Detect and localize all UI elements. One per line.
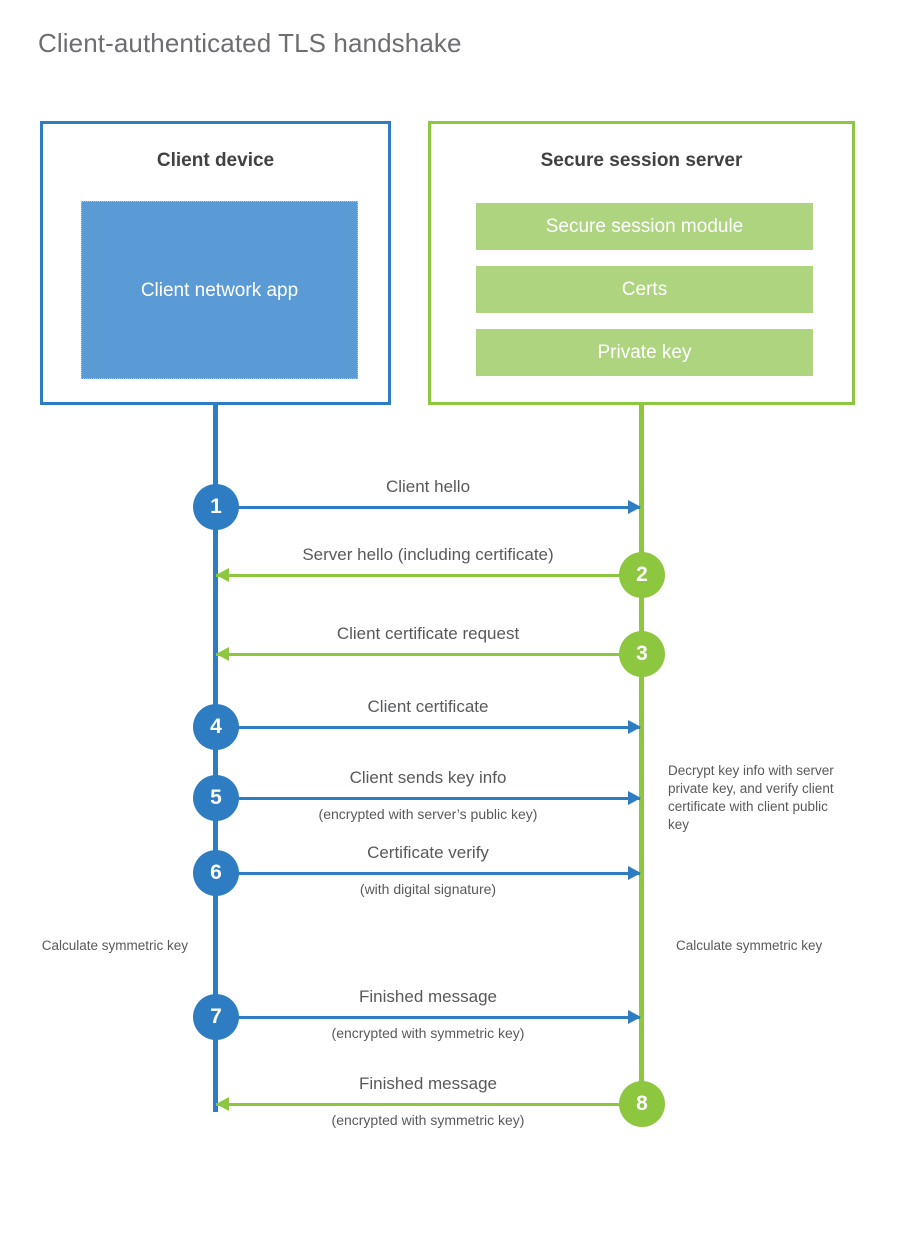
step-label: Certificate verify	[367, 843, 489, 862]
step-sublabel: (encrypted with server’s public key)	[318, 806, 538, 822]
step-label: Client sends key info	[349, 768, 507, 787]
message-arrow-line	[216, 653, 640, 656]
step-badge-4[interactable]: 4	[193, 704, 239, 750]
message-arrow-line	[216, 574, 640, 577]
step-badge-3[interactable]: 3	[619, 631, 665, 677]
step-label: Finished message	[359, 987, 497, 1006]
client-device-title: Client device	[156, 150, 275, 171]
message-arrow-line	[216, 726, 640, 729]
step-sublabel: (encrypted with symmetric key)	[331, 1025, 525, 1041]
server-lifeline	[639, 404, 644, 1102]
server-component-label: Secure session module	[545, 215, 744, 237]
step-badge-5[interactable]: 5	[193, 775, 239, 821]
message-arrow-line	[216, 1016, 640, 1019]
server-component-secure-session-module: Secure session module	[476, 203, 813, 250]
client-calculate-symmetric-key-note: Calculate symmetric key	[41, 938, 188, 953]
step-label: Client certificate	[367, 697, 489, 716]
step-badge-6[interactable]: 6	[193, 850, 239, 896]
message-arrow-head	[216, 568, 229, 582]
message-arrow-head	[216, 1097, 229, 1111]
step-badge-7[interactable]: 7	[193, 994, 239, 1040]
message-arrow-head	[628, 1010, 641, 1024]
message-arrow-head	[628, 720, 641, 734]
server-component-certs: Certs	[476, 266, 813, 313]
step-label: Client hello	[385, 477, 471, 496]
server-decrypt-note: Decrypt key info with server private key…	[668, 763, 834, 832]
server-component-private-key: Private key	[476, 329, 813, 376]
step-label: Server hello (including certificate)	[302, 545, 554, 564]
message-arrow-line	[216, 1103, 640, 1106]
step-label: Finished message	[359, 1074, 497, 1093]
step-label: Client certificate request	[336, 624, 520, 643]
message-arrow-line	[216, 506, 640, 509]
step-badge-8[interactable]: 8	[619, 1081, 665, 1127]
server-calculate-symmetric-key-note: Calculate symmetric key	[676, 938, 823, 953]
message-arrow-head	[216, 647, 229, 661]
step-sublabel: (encrypted with symmetric key)	[331, 1112, 525, 1128]
message-arrow-head	[628, 866, 641, 880]
message-arrow-head	[628, 791, 641, 805]
page-title: Client-authenticated TLS handshake	[38, 28, 462, 58]
server-component-label: Certs	[621, 278, 668, 300]
secure-session-server-title: Secure session server	[540, 150, 743, 171]
client-network-app-label: Client network app	[140, 279, 299, 301]
client-lifeline	[213, 404, 218, 1112]
client-network-app-component: Client network app	[81, 201, 358, 379]
step-sublabel: (with digital signature)	[359, 881, 497, 897]
client-device-box: Client device Client network app	[40, 121, 391, 405]
secure-session-server-box: Secure session server Secure session mod…	[428, 121, 855, 405]
server-component-label: Private key	[597, 341, 692, 363]
message-arrow-head	[628, 500, 641, 514]
message-arrow-line	[216, 872, 640, 875]
step-badge-2[interactable]: 2	[619, 552, 665, 598]
step-badge-1[interactable]: 1	[193, 484, 239, 530]
message-arrow-line	[216, 797, 640, 800]
